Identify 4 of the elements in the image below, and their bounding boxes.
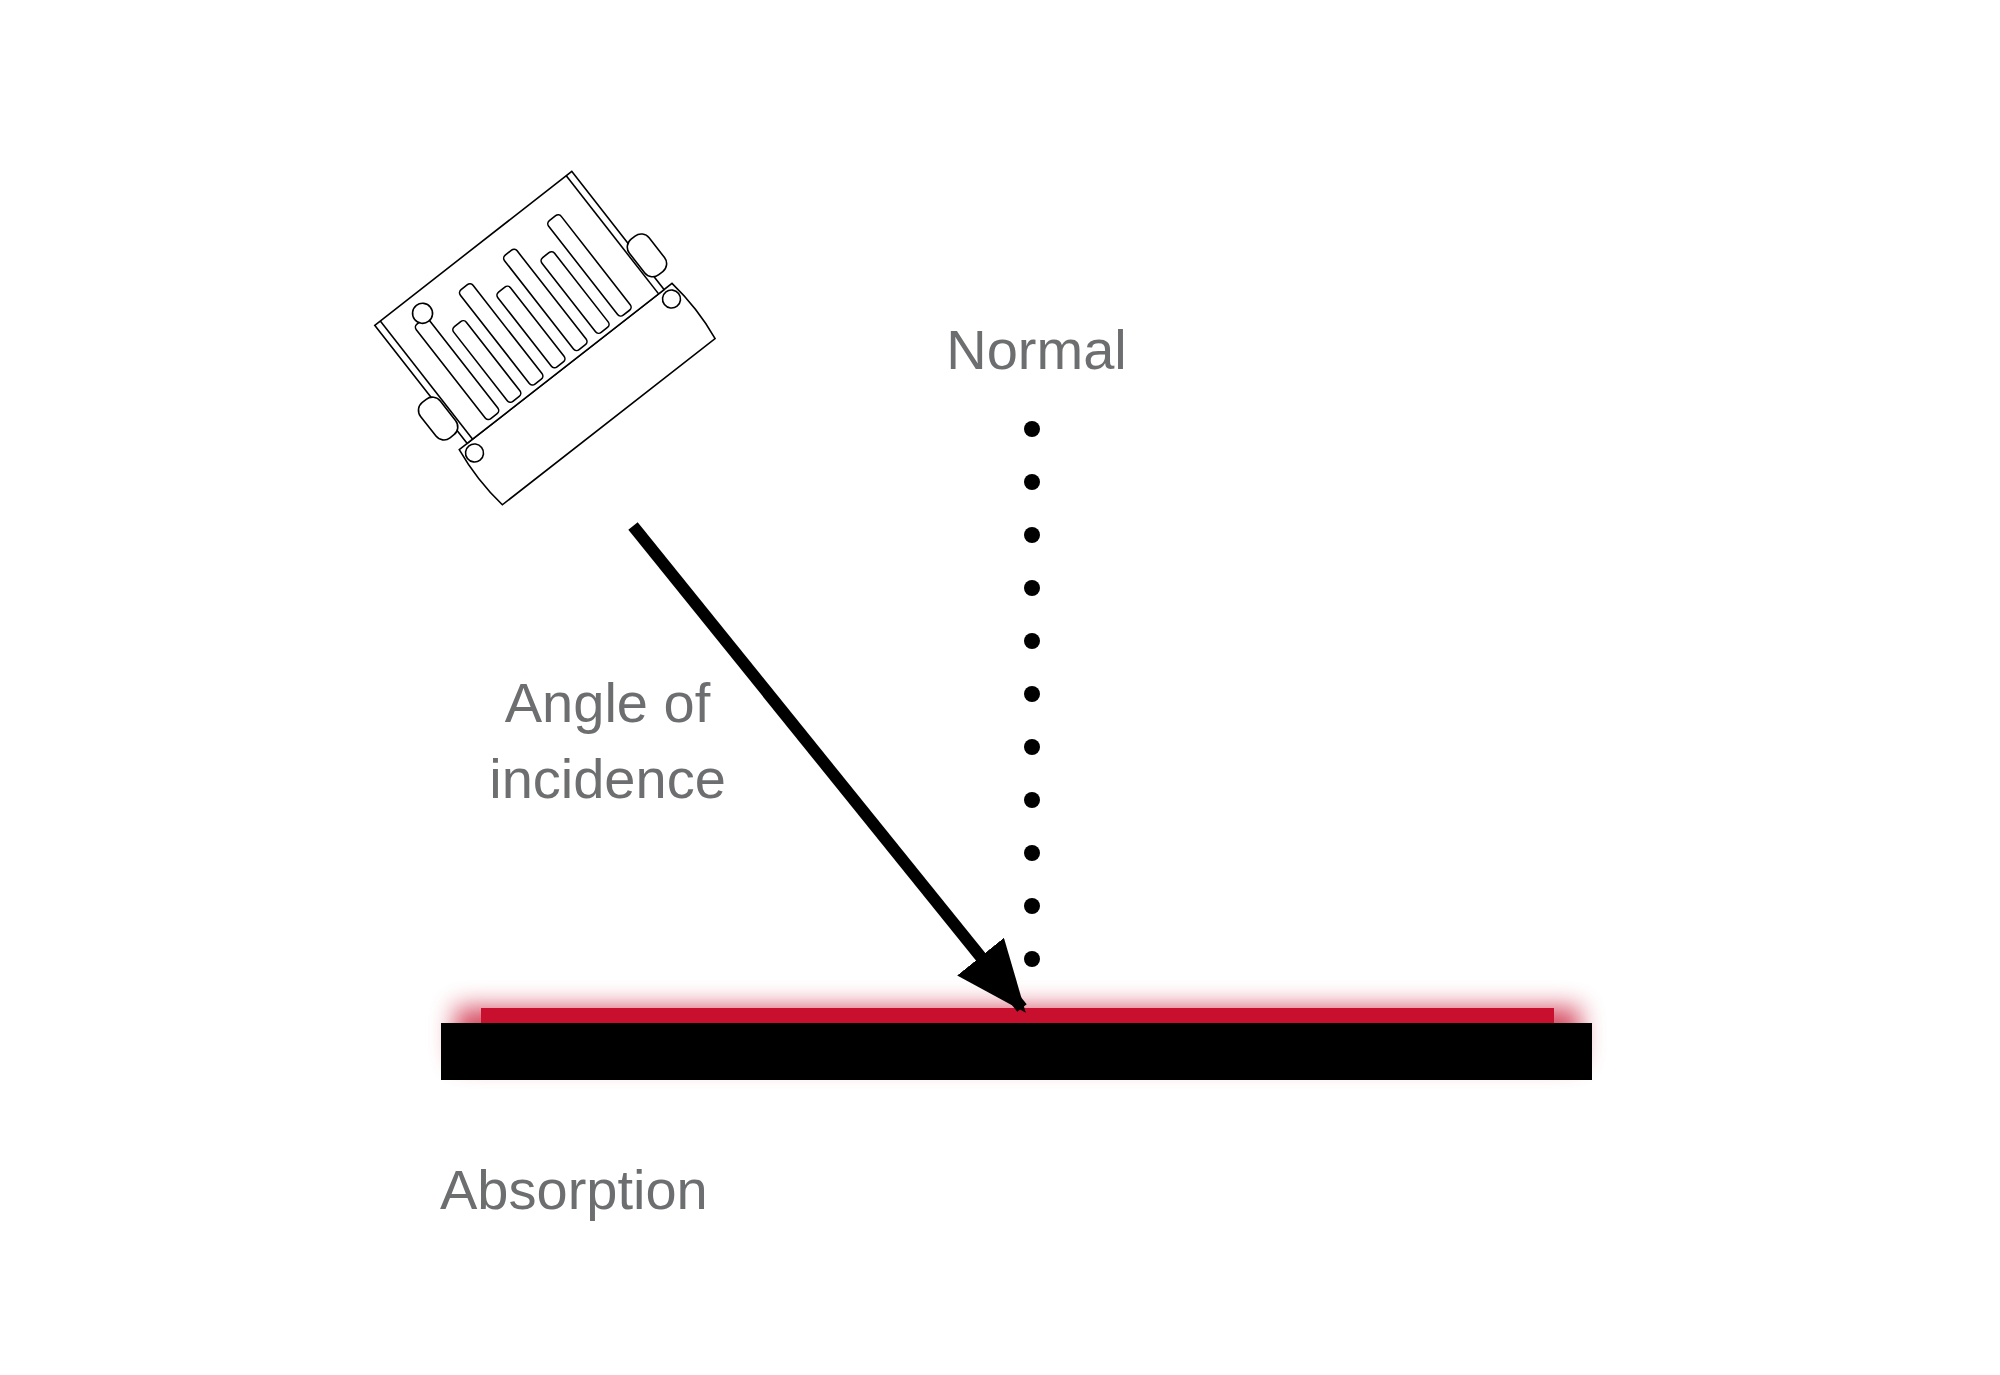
absorption-label: Absorption — [440, 1157, 709, 1223]
normal-label: Normal — [945, 317, 1128, 383]
arrow — [628, 522, 1027, 1013]
angle-label: Angle of incidence — [488, 670, 727, 812]
